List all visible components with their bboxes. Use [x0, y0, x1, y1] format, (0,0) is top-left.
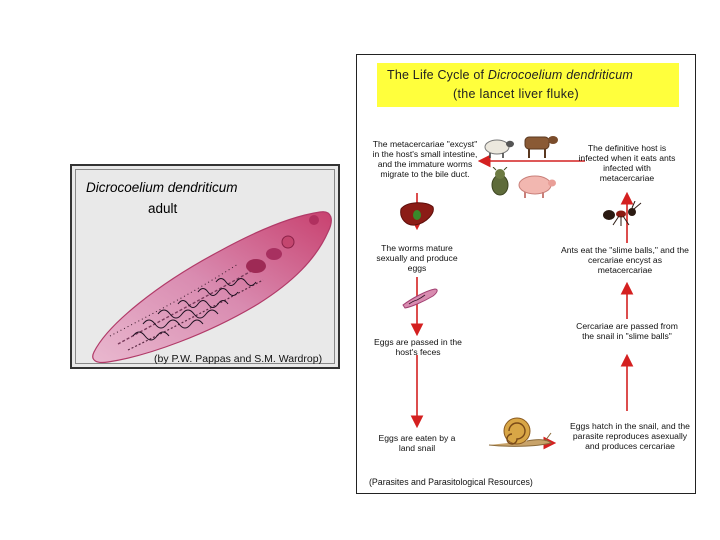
snail-icon: [488, 417, 552, 447]
step-eggs-passed: Eggs are passed in the host's feces: [374, 337, 462, 357]
fluke-credit: (by P.W. Pappas and S.M. Wardrop): [154, 353, 323, 365]
cow-icon: [524, 136, 558, 158]
panel-inner-border: [75, 169, 335, 364]
cycle-credit: (Parasites and Parasitological Resources…: [369, 477, 533, 487]
step-ants-eat: Ants eat the "slime balls," and the cerc…: [561, 245, 689, 275]
liver-icon: [400, 202, 434, 226]
step-eggs-hatch: Eggs hatch in the snail, and the parasit…: [570, 421, 690, 451]
sheep-icon: [484, 139, 514, 158]
life-cycle-panel: The Life Cycle of Dicrocoelium dendritic…: [356, 54, 696, 494]
cycle-title-box: The Life Cycle of Dicrocoelium dendritic…: [377, 63, 679, 107]
adult-fluke-image: [92, 211, 332, 364]
fluke-title: Dicrocoelium dendriticum: [86, 180, 238, 195]
ant-icon: [603, 201, 642, 226]
deer-icon: [491, 167, 509, 196]
step-metacercariae-excyst: The metacercariae "excyst" in the host's…: [372, 139, 478, 179]
fluke-subtitle: adult: [148, 201, 178, 216]
step-eggs-eaten: Eggs are eaten by a land snail: [378, 433, 456, 453]
adult-worm-icon: [402, 288, 438, 309]
pig-icon: [518, 175, 556, 198]
adult-fluke-panel: Dicrocoelium dendriticum adult (by P.W. …: [70, 164, 340, 369]
step-definitive-host: The definitive host is infected when it …: [578, 143, 676, 183]
cycle-title: The Life Cycle of Dicrocoelium dendritic…: [387, 68, 633, 82]
step-worms-mature: The worms mature sexually and produce eg…: [376, 243, 458, 273]
cycle-title-subtitle: (the lancet liver fluke): [453, 87, 579, 101]
cycle-title-species: Dicrocoelium dendriticum: [487, 68, 634, 82]
cycle-title-prefix: The Life Cycle of: [387, 68, 488, 82]
step-cercariae-passed: Cercariae are passed from the snail in "…: [576, 321, 678, 341]
